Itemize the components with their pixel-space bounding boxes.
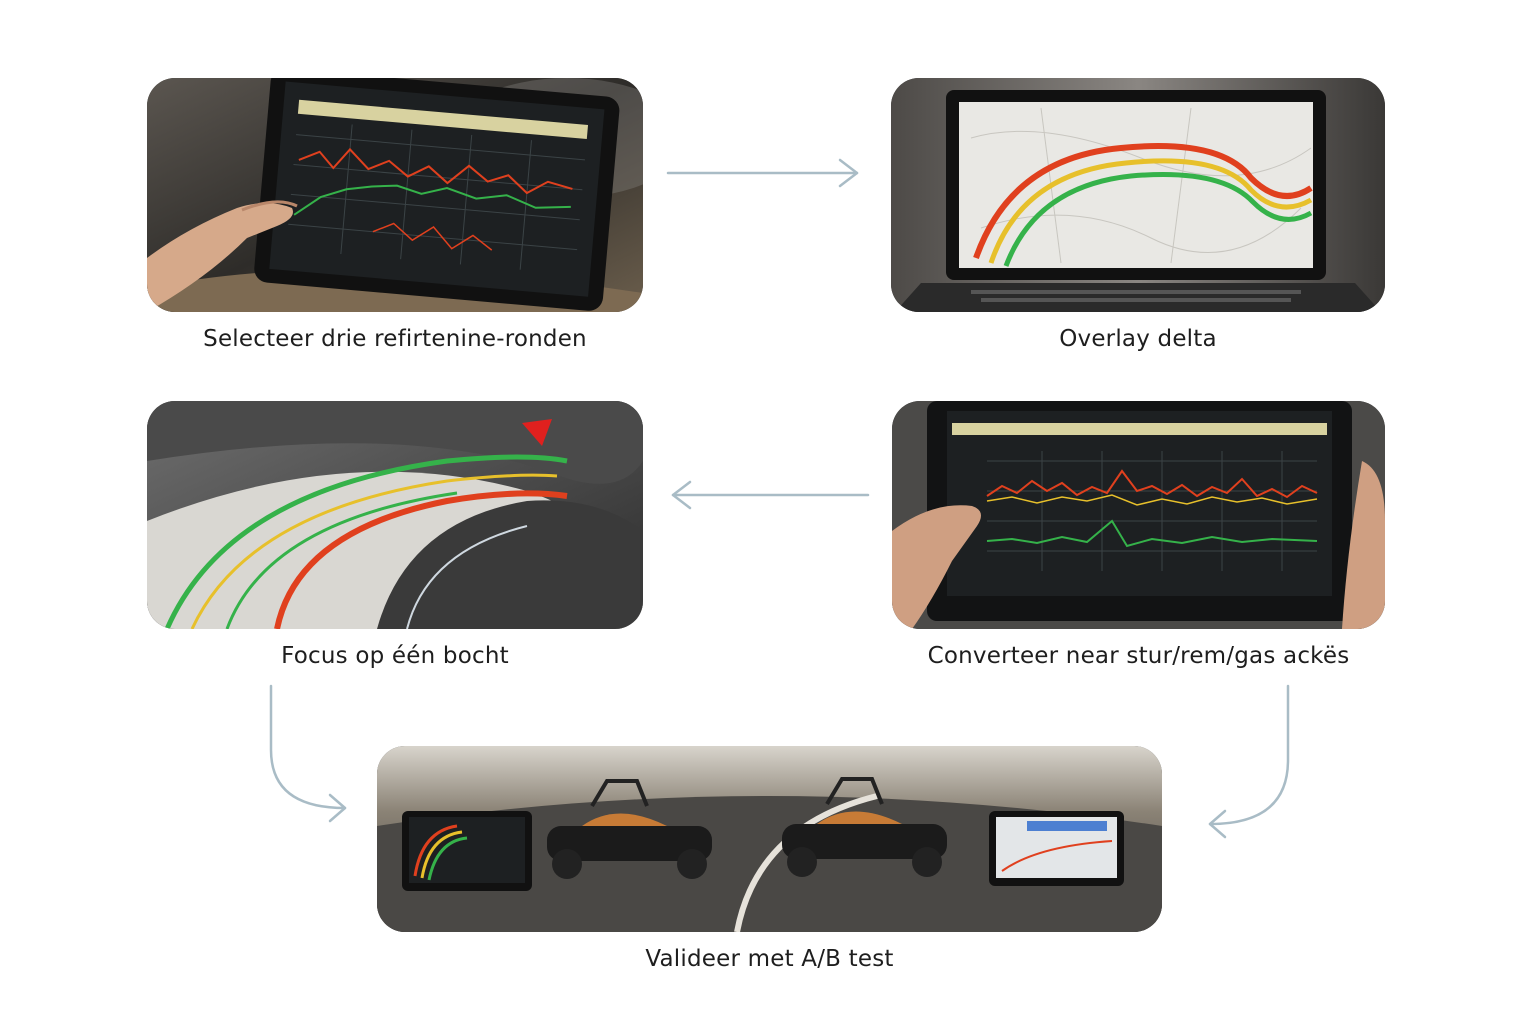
step-5-image bbox=[377, 746, 1162, 932]
arrow-step3-to-step5 bbox=[269, 684, 347, 823]
karts-ab-test-icon bbox=[377, 746, 1162, 932]
arrow-step4-to-step3 bbox=[671, 480, 870, 510]
step-3-image bbox=[147, 401, 643, 629]
step-3-caption: Focus op één bocht bbox=[281, 643, 509, 669]
step-4-caption: Converteer near stur/rem/gas ackës bbox=[927, 643, 1350, 669]
arrow-step4-to-step5 bbox=[1208, 684, 1290, 839]
step-1-caption: Selecteer drie refirtenine-ronden bbox=[203, 326, 587, 352]
step-5-caption: Valideer met A/B test bbox=[645, 946, 894, 972]
kart-b bbox=[782, 777, 947, 877]
laptop-racing-lines-icon bbox=[891, 78, 1385, 312]
tablet-telemetry-icon bbox=[147, 78, 643, 312]
step-1-image bbox=[147, 78, 643, 312]
kart-a bbox=[547, 779, 712, 879]
step-2-caption: Overlay delta bbox=[1059, 326, 1217, 352]
step-2-image bbox=[891, 78, 1385, 312]
step-4-image bbox=[892, 401, 1385, 629]
track-corner-icon bbox=[147, 401, 643, 629]
tablet-input-traces-icon bbox=[892, 401, 1385, 629]
arrow-step1-to-step2 bbox=[666, 158, 859, 188]
